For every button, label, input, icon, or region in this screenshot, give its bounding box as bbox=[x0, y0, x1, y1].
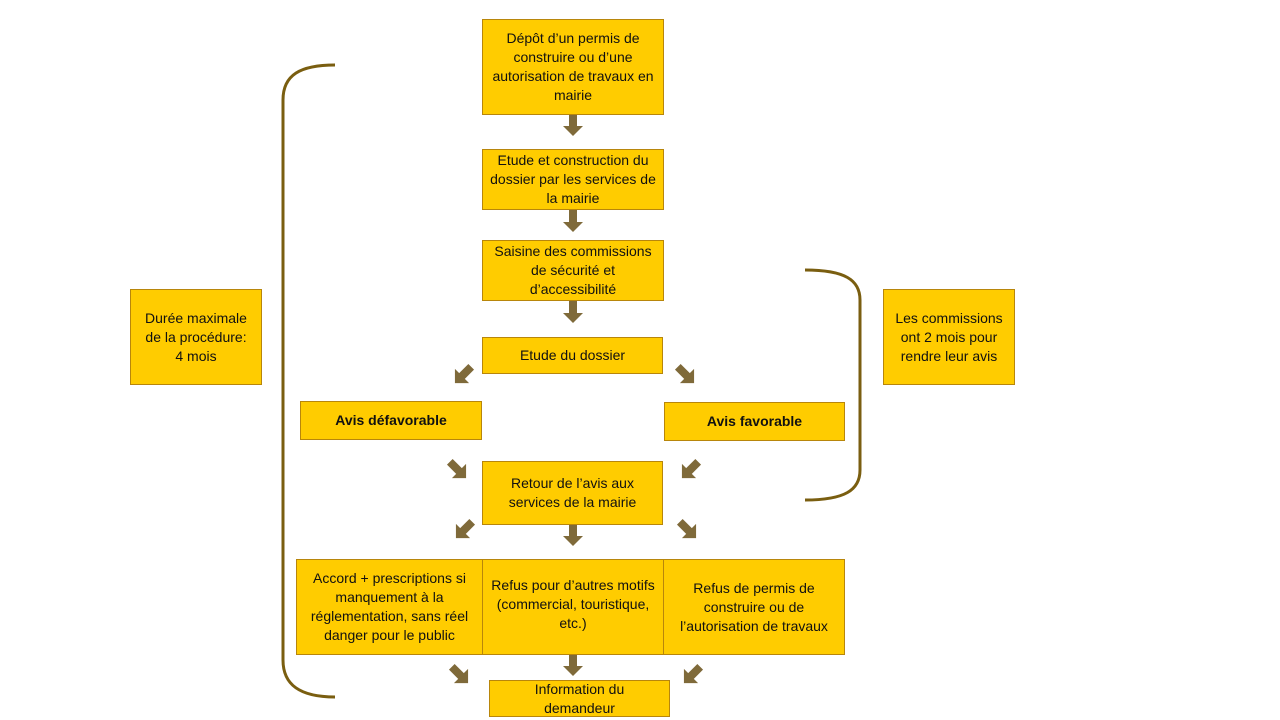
box-information-text: Information du demandeur bbox=[534, 680, 625, 716]
arrow-down-1 bbox=[563, 113, 583, 136]
box-etude-construction: Etude et construction du dossier par les… bbox=[482, 149, 664, 210]
box-refus-autres: Refus pour d’autres motifs (commercial, … bbox=[482, 559, 664, 655]
box-etude-dossier: Etude du dossier bbox=[482, 337, 663, 374]
box-accord: Accord + prescriptions si manquement à l… bbox=[296, 559, 483, 655]
box-retour-avis: Retour de l’avis aux services de la mair… bbox=[482, 461, 663, 525]
arrow-down-5 bbox=[563, 653, 583, 676]
arrow-diag-from-favorable bbox=[674, 454, 706, 486]
box-refus-permis: Refus de permis de construire ou de l’au… bbox=[663, 559, 845, 655]
arrow-diag-to-defavorable bbox=[447, 359, 479, 391]
arrow-down-2 bbox=[563, 209, 583, 232]
arrow-diag-accord-to-info bbox=[444, 659, 476, 691]
arrow-diag-to-favorable bbox=[670, 359, 702, 391]
arrow-diag-from-defavorable bbox=[442, 454, 474, 486]
box-refus-permis-text: Refus de permis de construire ou de l’au… bbox=[680, 579, 828, 634]
arrow-diag-refus-to-info bbox=[676, 659, 708, 691]
note-commissions-delai: Les commissions ont 2 mois pour rendre l… bbox=[883, 289, 1015, 385]
arrow-diag-to-accord bbox=[448, 514, 480, 546]
box-information: Information du demandeur bbox=[489, 680, 670, 717]
box-depot: Dépôt d’un permis de construire ou d’une… bbox=[482, 19, 664, 115]
box-avis-favorable-text: Avis favorable bbox=[706, 413, 803, 429]
note-duree-maximale: Durée maximale de la procédure: 4 mois bbox=[130, 289, 262, 385]
box-saisine-text: Saisine des commissions de sécurité et d… bbox=[494, 243, 652, 297]
box-etude-dossier-text: Etude du dossier bbox=[519, 347, 626, 363]
box-retour-avis-text: Retour de l’avis aux services de la mair… bbox=[508, 475, 637, 510]
box-avis-defavorable-text: Avis défavorable bbox=[335, 412, 447, 428]
arrow-down-3 bbox=[563, 300, 583, 323]
box-avis-favorable: Avis favorable bbox=[664, 402, 845, 441]
box-refus-autres-text: Refus pour d’autres motifs (commercial, … bbox=[491, 576, 655, 631]
arrow-diag-to-refus-permis bbox=[672, 514, 704, 546]
box-saisine: Saisine des commissions de sécurité et d… bbox=[482, 240, 664, 301]
note-duree-maximale-text: Durée maximale de la procédure: 4 mois bbox=[145, 309, 247, 364]
arrow-down-4 bbox=[563, 523, 583, 546]
box-accord-text: Accord + prescriptions si manquement à l… bbox=[310, 570, 469, 643]
left-bracket bbox=[281, 63, 336, 699]
right-bracket bbox=[804, 268, 862, 502]
note-commissions-delai-text: Les commissions ont 2 mois pour rendre l… bbox=[895, 309, 1003, 364]
box-avis-defavorable: Avis défavorable bbox=[300, 401, 482, 440]
box-depot-text: Dépôt d’un permis de construire ou d’une… bbox=[492, 30, 654, 103]
box-etude-construction-text: Etude et construction du dossier par les… bbox=[490, 152, 656, 206]
